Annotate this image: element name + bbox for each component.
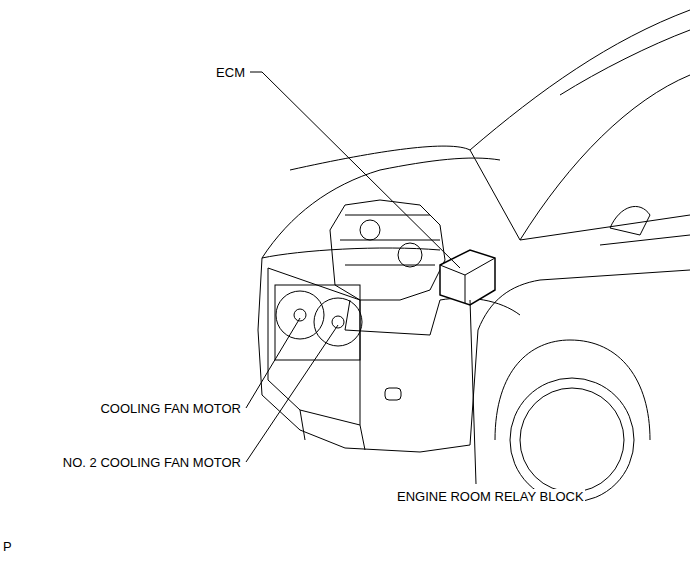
leader-line [470, 300, 476, 484]
wheel [510, 378, 634, 502]
leader-line [250, 72, 460, 268]
engine-detail [398, 243, 422, 267]
transaxle [345, 300, 440, 335]
headlamp [440, 298, 520, 315]
beltline [520, 215, 690, 240]
no2-cooling-fan [314, 298, 362, 346]
fender-line [470, 270, 690, 445]
figure-code: P [2, 539, 13, 554]
tire-inner [520, 388, 624, 492]
fan-hub [294, 309, 306, 321]
bumper-lines [300, 410, 365, 450]
fan-hub [332, 316, 344, 328]
door-line [600, 235, 690, 245]
part-name: ENGINE ROOM RELAY BLOCK [396, 489, 585, 504]
ecm-relay-block [440, 250, 495, 305]
bumper-outline [258, 258, 470, 452]
wheel-arch [495, 340, 650, 440]
windshield-base [290, 146, 520, 240]
roof-line [470, 10, 690, 150]
leader-line [246, 325, 338, 462]
hood-front [262, 248, 440, 258]
fog-lamp [385, 388, 401, 400]
radiator [275, 285, 360, 360]
engine-detail [340, 215, 440, 265]
a-pillar [520, 75, 690, 240]
windshield-line [560, 30, 690, 95]
hood-edge [262, 158, 500, 258]
part-name: ECM [215, 65, 246, 80]
part-name: NO. 2 COOLING FAN MOTOR [62, 455, 242, 470]
cooling-fan [276, 291, 324, 339]
ecm-edges [440, 258, 495, 303]
engine-detail [360, 220, 380, 240]
part-name: COOLING FAN MOTOR [99, 401, 242, 416]
mirror [610, 206, 650, 235]
